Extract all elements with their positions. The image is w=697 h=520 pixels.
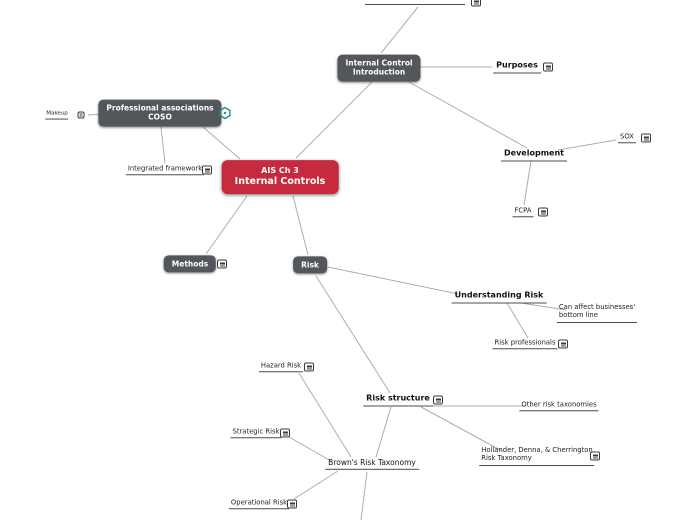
node-hollander-label-1: Risk Taxonomy: [481, 454, 532, 463]
node-risk-label-0: Risk: [301, 260, 319, 270]
notes-menu-icon[interactable]: [287, 499, 297, 509]
edge-browns-to-bottomnode: [360, 471, 368, 520]
hamburger-icon: [202, 165, 212, 175]
node-purposes-label-0: Purposes: [496, 60, 538, 70]
notes-menu-icon[interactable]: [590, 451, 600, 461]
node-methods-label-0: Methods: [171, 259, 209, 269]
node-sox[interactable]: SOX: [618, 132, 636, 144]
edge-development-to-sox: [557, 139, 617, 151]
notes-menu-icon[interactable]: [641, 133, 651, 143]
hamburger-icon: [558, 339, 568, 349]
node-integrated-label-0: Integrated framework: [127, 164, 203, 173]
edge-browns-to-hazard: [298, 372, 352, 458]
node-riskpros[interactable]: Risk professionals: [492, 338, 558, 350]
edge-intro-to-development: [408, 81, 528, 149]
node-hazard-label-0: Hazard Risk: [260, 361, 302, 370]
hamburger-icon: [287, 499, 297, 509]
notes-menu-icon[interactable]: [543, 62, 553, 72]
node-understanding[interactable]: Understanding Risk: [451, 290, 547, 304]
edge-risk-to-riskstructure: [315, 275, 391, 394]
edge-riskstructure-to-browns: [375, 406, 392, 458]
hamburger-icon: [538, 207, 548, 217]
notes-menu-icon[interactable]: [304, 362, 314, 372]
hamburger-icon: [433, 395, 443, 405]
notes-menu-icon[interactable]: [433, 395, 443, 405]
hexagon-icon[interactable]: [219, 106, 232, 120]
hamburger-icon: [641, 133, 651, 143]
notes-menu-icon[interactable]: [217, 259, 227, 269]
edge-intro-to-topnode: [380, 6, 419, 54]
node-bottomline-label-0: Can affect businesses': [558, 303, 636, 312]
node-makeup[interactable]: Makeup: [45, 110, 69, 120]
hamburger-icon: [471, 0, 481, 7]
notes-menu-icon[interactable]: [471, 0, 481, 7]
edge-root-to-methods: [205, 195, 248, 255]
hamburger-icon: [217, 259, 227, 269]
edge-coso-to-integrated: [160, 126, 166, 164]
node-coso-label-0: Professional associations: [106, 103, 214, 113]
node-development[interactable]: Development: [501, 149, 567, 162]
node-operational-label-0: Operational Risk: [230, 498, 288, 507]
node-bottomline-label-1: bottom line: [558, 311, 598, 320]
node-strategic-label-0: Strategic Risk: [232, 427, 280, 436]
notes-menu-icon[interactable]: [280, 428, 290, 438]
node-hazard[interactable]: Hazard Risk: [258, 361, 304, 373]
node-makeup-label-0: Makeup: [46, 110, 68, 117]
node-methods[interactable]: Methods: [163, 255, 217, 273]
node-intro-label-1: Introduction: [352, 68, 406, 77]
edge-development-to-fcpa: [523, 160, 532, 206]
edge-root-to-risk: [292, 195, 309, 256]
node-intro-label-0: Internal Control: [345, 58, 413, 68]
hamburger-icon: [543, 62, 553, 72]
hamburger-icon: [77, 111, 85, 119]
edge-risk-to-understanding: [327, 266, 459, 295]
node-root-label-0: AIS Ch 3: [261, 166, 299, 176]
node-browns-label-0: Brown's Risk Taxonomy: [328, 457, 416, 467]
node-development-label-0: Development: [504, 148, 564, 158]
node-purposes[interactable]: Purposes: [493, 61, 541, 74]
node-bottomline[interactable]: Can affect businesses'bottom line: [556, 303, 638, 323]
edge-root-to-coso: [202, 126, 241, 160]
node-sox-label-0: SOX: [620, 132, 634, 141]
notes-menu-icon[interactable]: [202, 165, 212, 175]
hamburger-icon: [590, 451, 600, 461]
notes-menu-icon[interactable]: [558, 339, 568, 349]
node-operational[interactable]: Operational Risk: [228, 498, 290, 510]
node-strategic[interactable]: Strategic Risk: [230, 427, 282, 439]
hamburger-icon: [280, 428, 290, 438]
edge-understanding-to-bottomline: [520, 302, 567, 311]
node-integrated[interactable]: Integrated framework: [125, 164, 205, 176]
node-browns[interactable]: Brown's Risk Taxonomy: [325, 457, 419, 471]
node-coso-label-1: COSO: [148, 113, 172, 122]
edge-riskstructure-to-hollander: [420, 406, 503, 452]
node-understanding-label-0: Understanding Risk: [454, 290, 544, 300]
node-othertax-label-0: Other risk taxonomies: [521, 400, 597, 409]
edge-browns-to-strategic: [288, 436, 332, 462]
node-riskpros-label-0: Risk professionals: [494, 338, 556, 347]
node-hollander-label-0: Hollander, Denna, & Cherrington: [481, 446, 593, 455]
node-othertax[interactable]: Other risk taxonomies: [519, 400, 599, 412]
node-root-label-1: Internal Controls: [234, 176, 326, 188]
node-fcpa-label-0: FCPA: [514, 206, 532, 215]
notes-menu-icon[interactable]: [77, 111, 85, 119]
edge-understanding-to-riskpros: [506, 302, 529, 339]
edge-root-to-intro: [295, 81, 373, 159]
node-risk[interactable]: Risk: [293, 256, 327, 274]
hamburger-icon: [304, 362, 314, 372]
node-riskstructure[interactable]: Risk structure: [363, 394, 433, 407]
node-fcpa[interactable]: FCPA: [512, 206, 534, 218]
notes-menu-icon[interactable]: [538, 207, 548, 217]
node-topcut[interactable]: [365, 0, 465, 5]
edge-browns-to-operational: [293, 470, 339, 500]
node-riskstructure-label-0: Risk structure: [366, 393, 430, 403]
